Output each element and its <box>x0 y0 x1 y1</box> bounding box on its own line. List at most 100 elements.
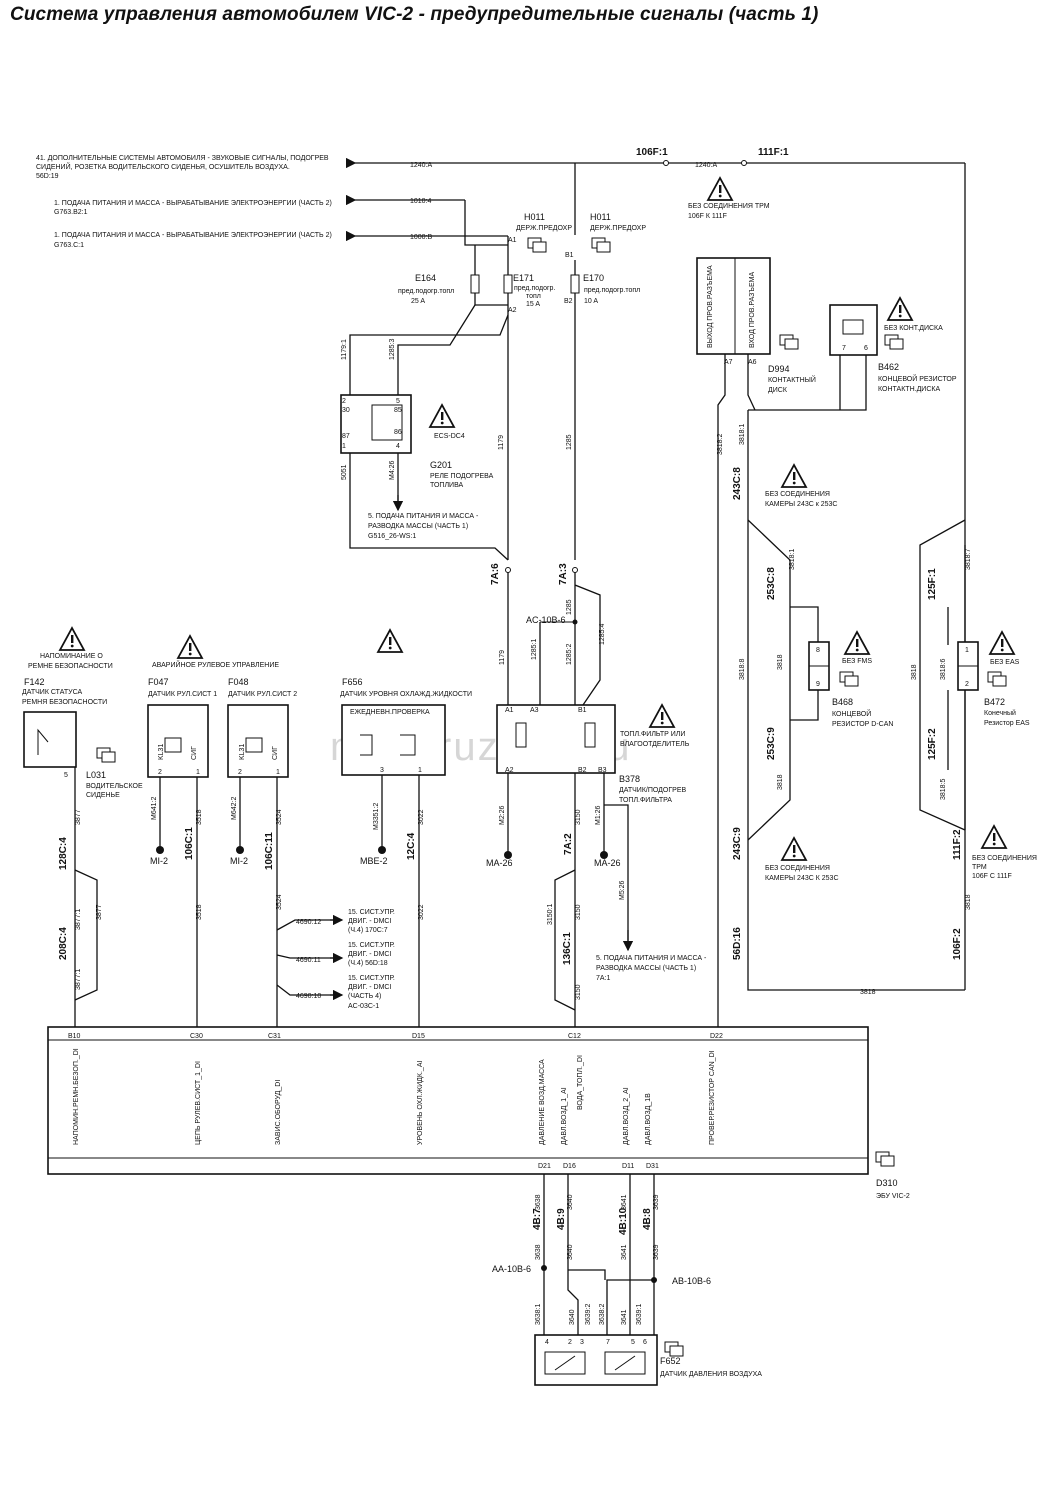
svg-text:5: 5 <box>631 1339 635 1346</box>
h011a-id: H011 <box>524 212 545 222</box>
svg-text:Резистор EAS: Резистор EAS <box>984 720 1030 727</box>
splice-ac10b6: AC-10B-6 <box>526 615 566 625</box>
svg-text:3150: 3150 <box>575 904 582 920</box>
svg-text:2: 2 <box>238 769 242 776</box>
svg-text:3639: 3639 <box>653 1194 660 1210</box>
e171-id: E171 <box>513 273 534 283</box>
fuse-holders: H011 ДЕРЖ.ПРЕДОХР H011 ДЕРЖ.ПРЕДОХР A1 A… <box>398 163 646 560</box>
relay-g201: 2 30 85 86 87 1 5 4 ECS-DC4 G201 РЕЛЕ ПО… <box>340 304 573 561</box>
ground-label: MA-26 <box>486 858 513 868</box>
svg-text:4690:10: 4690:10 <box>296 993 321 1000</box>
svg-text:4B:10: 4B:10 <box>618 1207 629 1235</box>
svg-text:1285: 1285 <box>566 434 573 450</box>
svg-text:РЕЗИСТОР D-CAN: РЕЗИСТОР D-CAN <box>832 721 893 728</box>
svg-text:A3: A3 <box>530 707 539 714</box>
svg-text:M641:2: M641:2 <box>151 797 158 820</box>
svg-text:ВХОД ПРОВ.РАЗЪЕМА: ВХОД ПРОВ.РАЗЪЕМА <box>749 272 756 348</box>
svg-text:КОНЦЕВОЙ: КОНЦЕВОЙ <box>832 709 871 718</box>
svg-text:СИГ: СИГ <box>191 746 198 760</box>
svg-text:3638: 3638 <box>535 1194 542 1210</box>
svg-text:243C:8: 243C:8 <box>732 467 743 500</box>
svg-text:D16: D16 <box>563 1163 576 1170</box>
svg-text:КОНТАКТН.ДИСКА: КОНТАКТН.ДИСКА <box>878 386 940 393</box>
svg-text:30: 30 <box>342 407 350 414</box>
svg-text:3: 3 <box>580 1339 584 1346</box>
svg-text:M5:26: M5:26 <box>619 880 626 900</box>
svg-text:3640: 3640 <box>567 1194 574 1210</box>
svg-text:СИГ: СИГ <box>272 746 279 760</box>
svg-text:ДВИГ. - DMCI: ДВИГ. - DMCI <box>348 918 391 925</box>
svg-text:ВОДИТЕЛЬСКОЕ: ВОДИТЕЛЬСКОЕ <box>86 783 143 790</box>
ref-line-1000: 1. ПОДАЧА ПИТАНИЯ И МАССА - ВЫРАБАТЫВАНИ… <box>54 230 508 249</box>
svg-text:3639: 3639 <box>653 1244 660 1260</box>
svg-text:ДАТЧИК/ПОДОГРЕВ: ДАТЧИК/ПОДОГРЕВ <box>619 787 686 794</box>
svg-text:3818:8: 3818:8 <box>739 658 746 680</box>
svg-text:АВАРИЙНОЕ РУЛЕВОЕ УПРАВЛЕНИЕ: АВАРИЙНОЕ РУЛЕВОЕ УПРАВЛЕНИЕ <box>152 660 279 669</box>
svg-text:6: 6 <box>643 1339 647 1346</box>
ref-1b-line1: 1. ПОДАЧА ПИТАНИЯ И МАССА - ВЫРАБАТЫВАНИ… <box>54 232 332 239</box>
svg-text:ДАТЧИК РУЛ.СИСТ 2: ДАТЧИК РУЛ.СИСТ 2 <box>228 691 297 698</box>
svg-text:КОНТАКТНЫЙ: КОНТАКТНЫЙ <box>768 375 816 384</box>
svg-text:3524: 3524 <box>276 809 283 825</box>
d310-id: D310 <box>876 1178 898 1188</box>
disk-d994: БЕЗ СОЕДИНЕНИЯ ТРМ 106F К 111F ВЫХОД ПРО… <box>688 177 1037 1030</box>
e171-l1: пред.подогр. <box>514 285 555 292</box>
svg-text:7A:1: 7A:1 <box>596 975 611 982</box>
svg-text:15. СИСТ.УПР.: 15. СИСТ.УПР. <box>348 942 395 949</box>
svg-text:(Ч.4) 56D:18: (Ч.4) 56D:18 <box>348 960 388 967</box>
f656-id: F656 <box>342 677 363 687</box>
svg-text:A2: A2 <box>505 767 514 774</box>
svg-text:5: 5 <box>396 398 400 405</box>
f047-id: F047 <box>148 677 169 687</box>
svg-text:56D:16: 56D:16 <box>732 927 743 960</box>
e170-id: E170 <box>583 273 604 283</box>
sensor-f047: АВАРИЙНОЕ РУЛЕВОЕ УПРАВЛЕНИЕ F047 ДАТЧИК… <box>147 635 279 1030</box>
svg-text:3641: 3641 <box>621 1194 628 1210</box>
svg-text:3518: 3518 <box>196 904 203 920</box>
svg-text:136C:1: 136C:1 <box>562 932 573 965</box>
svg-text:ТОПЛ.ФИЛЬТРА: ТОПЛ.ФИЛЬТРА <box>619 797 672 804</box>
svg-text:ДИСК: ДИСК <box>768 387 788 394</box>
splice-aa10b6: AA-10B-6 <box>492 1264 531 1274</box>
svg-text:D21: D21 <box>538 1163 551 1170</box>
e171-l2: топл <box>526 293 541 300</box>
svg-text:4B:8: 4B:8 <box>642 1208 653 1230</box>
connector-label: 111F:1 <box>758 147 789 158</box>
svg-text:B2: B2 <box>578 767 587 774</box>
ground-label: MBE-2 <box>360 856 388 866</box>
svg-text:A6: A6 <box>748 359 757 366</box>
svg-text:A7: A7 <box>724 359 733 366</box>
svg-text:C12: C12 <box>568 1033 581 1040</box>
svg-text:4690:11: 4690:11 <box>296 957 321 964</box>
svg-text:3022: 3022 <box>418 809 425 825</box>
svg-text:РАЗВОДКА МАССЫ (ЧАСТЬ 1): РАЗВОДКА МАССЫ (ЧАСТЬ 1) <box>596 965 696 972</box>
ref-41-line3: 56D:19 <box>36 173 59 180</box>
svg-text:7A:6: 7A:6 <box>490 563 501 585</box>
svg-text:M2:26: M2:26 <box>499 805 506 825</box>
svg-text:3638:2: 3638:2 <box>599 1303 606 1325</box>
svg-text:D22: D22 <box>710 1033 723 1040</box>
svg-text:1285:2: 1285:2 <box>566 643 573 665</box>
svg-text:AC-03C-1: AC-03C-1 <box>348 1003 379 1010</box>
svg-text:G516_26-WS:1: G516_26-WS:1 <box>368 533 416 540</box>
svg-text:УРОВЕНЬ ОХЛ.ЖИДК._AI: УРОВЕНЬ ОХЛ.ЖИДК._AI <box>417 1061 424 1145</box>
svg-text:1179: 1179 <box>499 650 506 665</box>
svg-text:ДАТЧИК РУЛ.СИСТ 1: ДАТЧИК РУЛ.СИСТ 1 <box>148 691 217 698</box>
ref-line-1010: 1. ПОДАЧА ПИТАНИЯ И МАССА - ВЫРАБАТЫВАНИ… <box>54 194 465 216</box>
svg-text:1285:3: 1285:3 <box>389 338 396 360</box>
pin-label: B2 <box>564 298 573 305</box>
svg-text:3641: 3641 <box>621 1309 628 1325</box>
svg-text:ДВИГ. - DMCI: ДВИГ. - DMCI <box>348 984 391 991</box>
e164-id: E164 <box>415 273 436 283</box>
svg-text:3818: 3818 <box>911 664 918 680</box>
svg-text:ВОДА_ТОПЛ._DI: ВОДА_ТОПЛ._DI <box>577 1055 584 1110</box>
sensor-f656: F656 ДАТЧИК УРОВНЯ ОХЛАЖД.ЖИДКОСТИ ЕЖЕДН… <box>340 629 472 1030</box>
sensor-f048: F048 ДАТЧИК РУЛ.СИСТ 2 KL31 СИГ 2 1 MI-2… <box>227 677 395 1030</box>
svg-text:4690:12: 4690:12 <box>296 919 321 926</box>
svg-text:БЕЗ СОЕДИНЕНИЯ: БЕЗ СОЕДИНЕНИЯ <box>765 865 830 872</box>
g201-note: ECS-DC4 <box>434 433 465 440</box>
svg-text:КАМЕРЫ 243С К 253С: КАМЕРЫ 243С К 253С <box>765 875 839 882</box>
svg-text:5. ПОДАЧА ПИТАНИЯ И МАССА -: 5. ПОДАЧА ПИТАНИЯ И МАССА - <box>368 513 479 520</box>
svg-text:БЕЗ EAS: БЕЗ EAS <box>990 659 1020 666</box>
svg-text:3877: 3877 <box>96 904 103 920</box>
